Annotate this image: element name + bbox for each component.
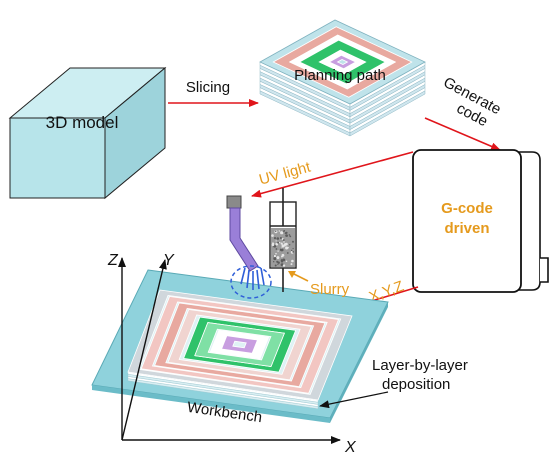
slurry-particle [277,263,279,265]
y-axis [121,259,167,441]
slurry-particle [280,248,284,252]
slurry-particle [289,244,291,246]
slicing-step: Slicing [168,79,259,107]
slurry-particle [285,246,289,250]
bench-ring-purple [221,335,258,354]
slurry-particle [275,248,278,250]
stack-path-ring-inner [328,54,357,70]
slurry-particle [273,261,275,263]
slurry-syringe: Slurry [269,188,350,298]
slurry-particle [281,244,285,248]
slurry-particle [276,237,280,240]
slurry-particle [289,235,292,238]
slurry-particle [288,234,291,236]
z-axis-label: Z [107,252,119,269]
slurry-particle [285,260,288,263]
slurry-particle [275,230,277,232]
slicing-label: Slicing [186,79,230,96]
slurry-particle [272,242,275,245]
planning-path-label: Planning path [294,67,386,84]
slurry-particle [279,237,282,239]
model-block-label: 3D model [46,113,119,132]
slurry-particle [290,263,293,266]
slurry-particle [292,247,294,250]
slurry-particle [279,241,281,244]
controller-label-line2: driven [444,220,489,237]
slurry-label: Slurry [310,281,350,298]
deposition-pointer [319,391,389,409]
slurry-particle [277,250,279,252]
x-axis-label: X [344,439,357,456]
slurry-particle [277,241,279,244]
slurry-particle [282,258,286,262]
slurry-particle [283,230,286,232]
slurry-particle [284,245,286,247]
stack-top-face [259,19,426,105]
uv-spot-highlight [230,265,272,299]
controller-label-line1: G-code [441,200,493,217]
slurry-particle [284,232,287,235]
uv-light-arrow [251,151,414,198]
slurry-particle [286,252,289,254]
bench-ring-green-2 [194,322,285,368]
uv-lamp-arm [226,195,272,299]
generate-code-step: Generate code [424,74,504,151]
slurry-particle [275,242,279,246]
slurry-particle [291,249,293,252]
sliced-stack: Planning path [259,19,426,137]
bench-ring-pink-2 [154,302,326,388]
slurry-particle [282,239,285,241]
slurry-particle [271,234,274,237]
slurry-particle [278,230,280,232]
slurry-particle [285,234,288,237]
gcode-controller: G-code driven [412,149,549,293]
slurry-particle [282,264,286,267]
slurry-particle [280,231,284,235]
slurry-particle [275,240,277,242]
slurry-particle [273,254,277,258]
bench-ring-pink-1 [140,296,340,394]
slurry-particle [273,257,277,261]
deposition-label-line1: Layer-by-layer [372,357,468,374]
deposition-callout: Layer-by-layer deposition [319,357,468,409]
slurry-particle [292,240,294,243]
slurry-particle [274,264,277,267]
workbench [91,269,389,423]
y-axis-label: Y [163,252,175,269]
slurry-particle [281,253,285,257]
generate-code-arrow [424,117,501,151]
slurry-particle [283,241,285,243]
axes: Z Y X [107,252,357,456]
slurry-particle [276,256,280,260]
bench-ring-pink-3 [167,309,312,381]
slurry-particle [292,251,295,253]
slurry-particle [287,246,289,249]
bench-ring-grey [127,289,353,401]
model-block: 3D model [8,66,167,200]
slurry-particle [285,242,288,246]
uv-light-signal: UV light [251,151,414,198]
slurry-particle [277,261,280,264]
uv-light-label: UV light [257,158,313,188]
slurry-particle [273,237,277,240]
slurry-particle [275,252,277,255]
deposition-label-line2: deposition [382,376,450,393]
slurry-particle [291,259,294,263]
slurry-particle [280,242,283,245]
slurry-particle [280,260,284,263]
